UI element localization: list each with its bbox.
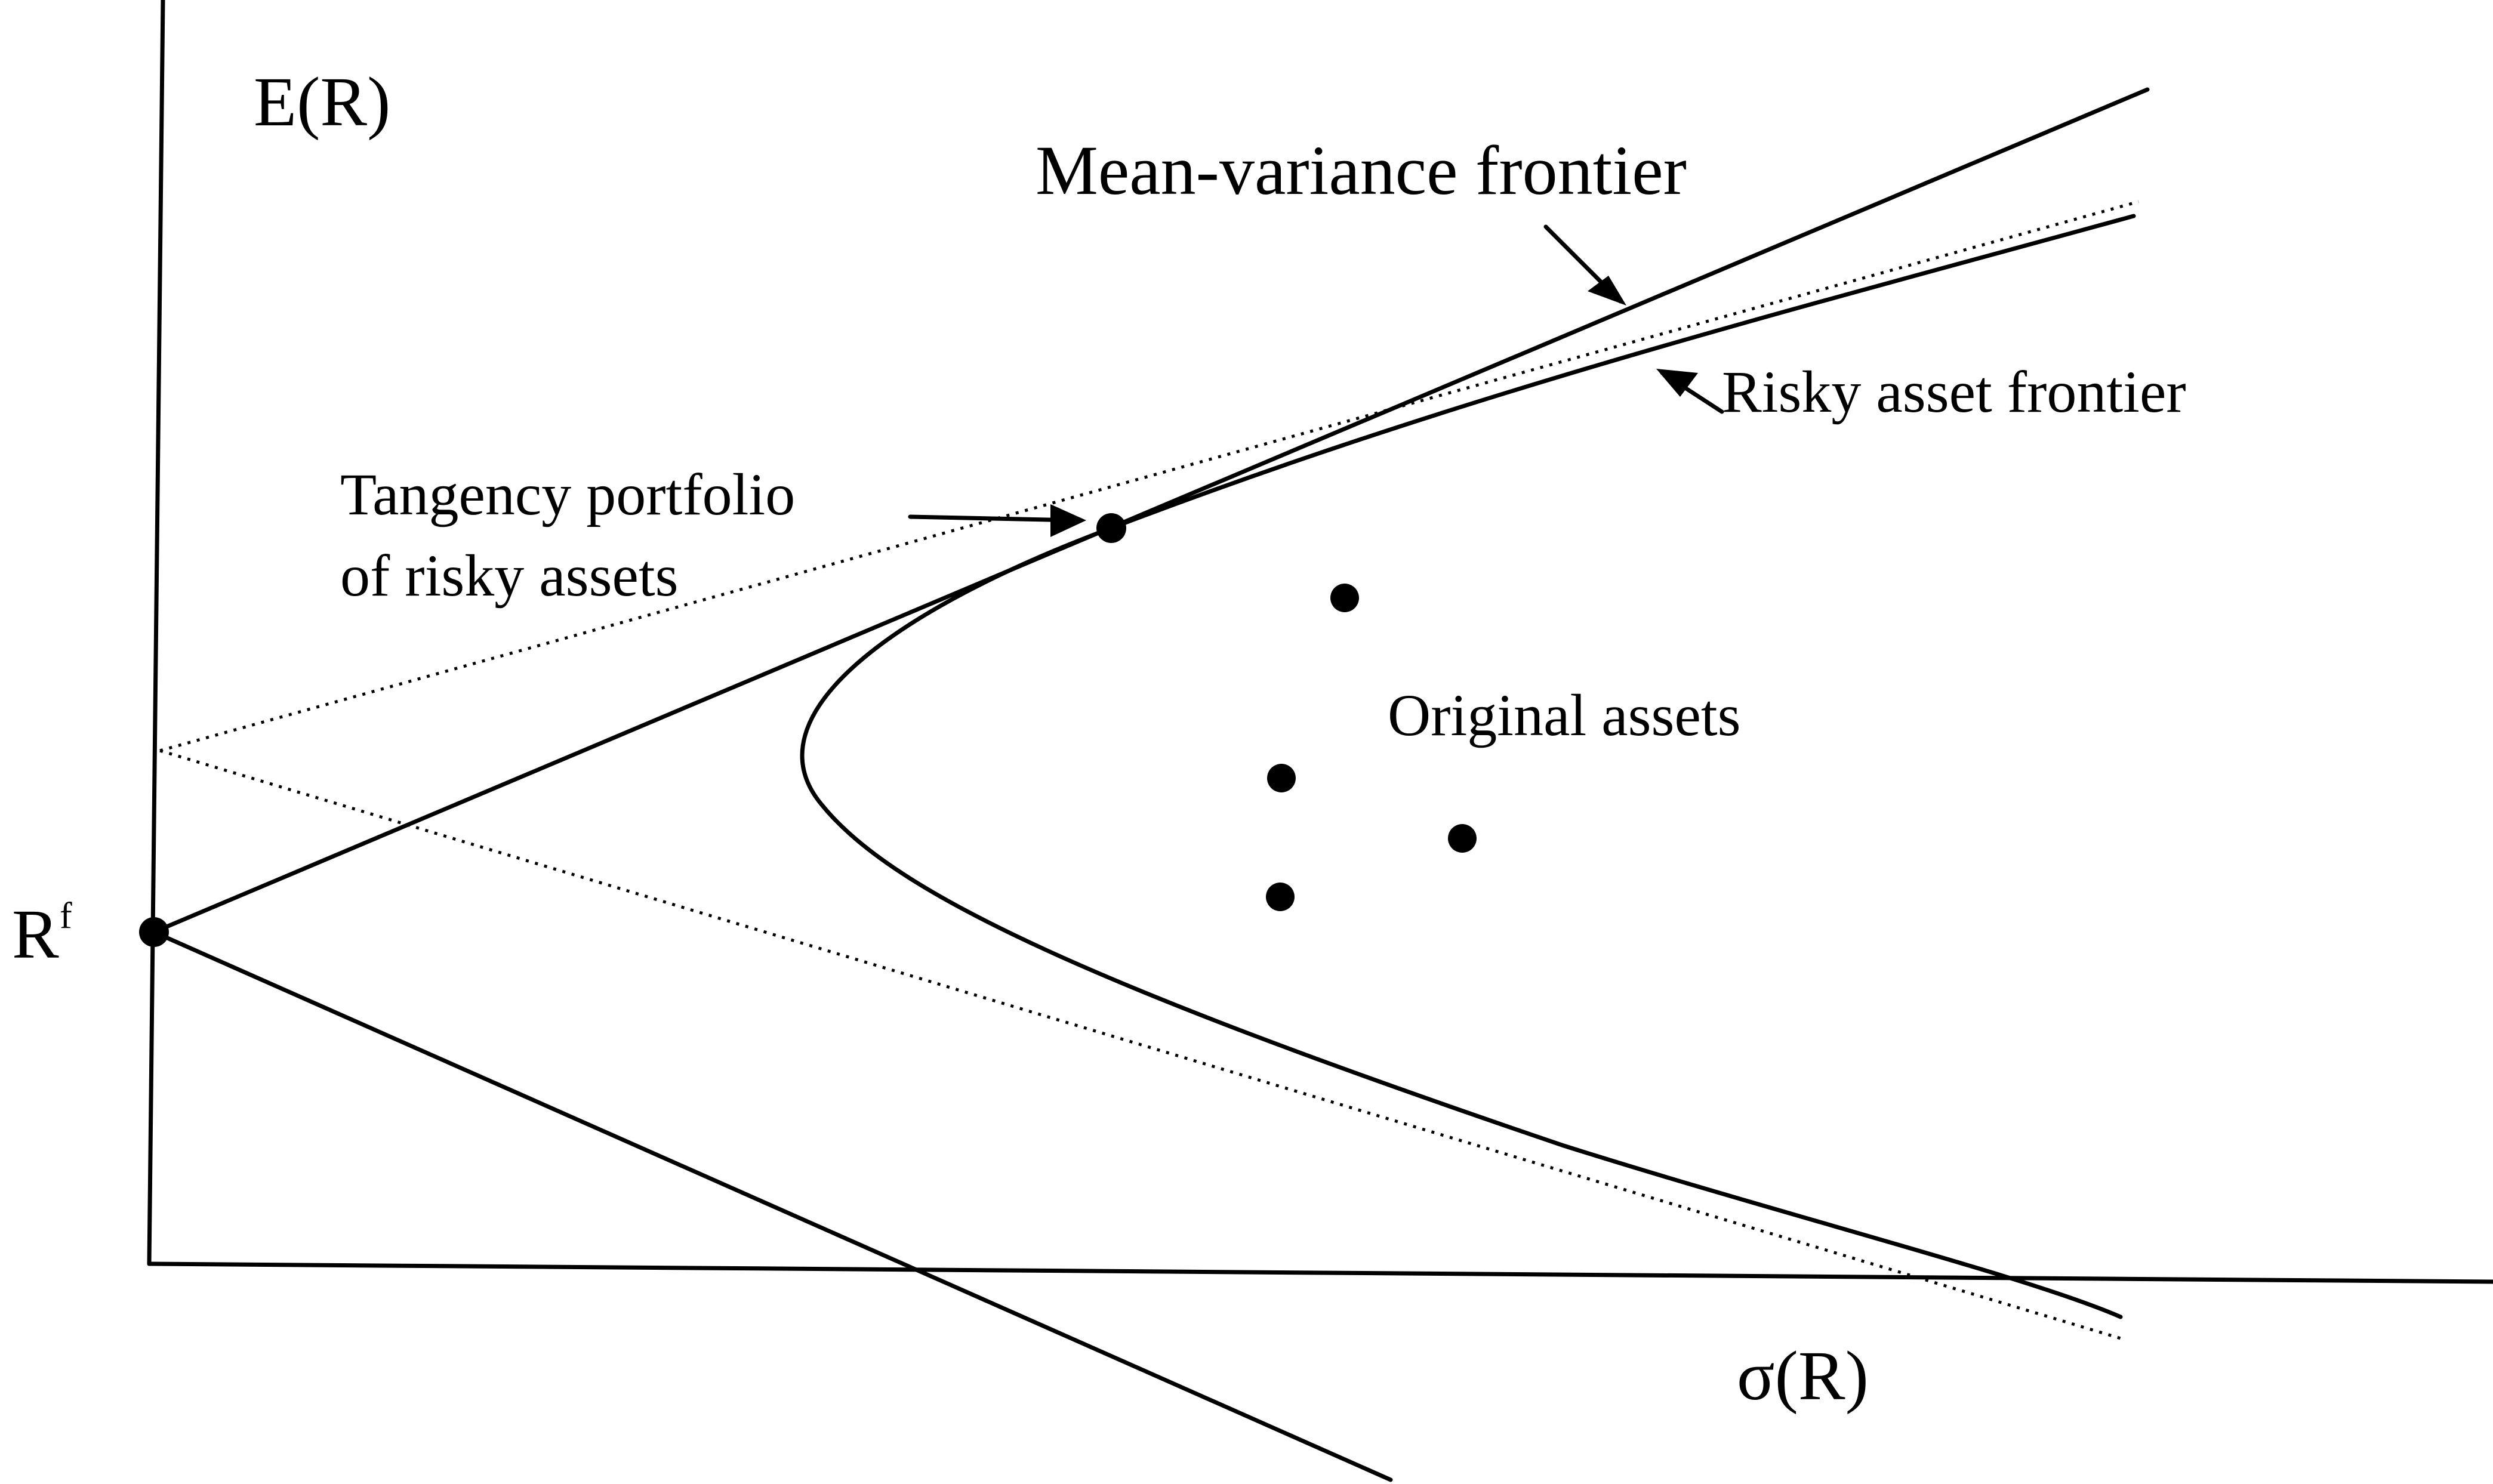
svg-text:f: f: [60, 896, 72, 936]
original-asset-point: [1266, 883, 1295, 911]
mean-variance-upper-line: [152, 87, 2150, 934]
risky-asset-frontier-curve: [800, 214, 2136, 1319]
x-axis-label: σ(R): [1737, 1337, 1869, 1415]
risky-frontier-arrow: [1656, 369, 1724, 414]
risk-free-label: R f: [12, 895, 72, 973]
original-asset-point: [1267, 764, 1296, 792]
y-axis-label: E(R): [254, 63, 390, 141]
svg-text:R: R: [12, 895, 59, 973]
tangency-portfolio-label-line1: Tangency portfolio: [340, 461, 795, 527]
mean-variance-lower-line: [152, 930, 1393, 1482]
mean-variance-arrow: [1543, 224, 1626, 306]
y-axis: [147, 0, 165, 1266]
upper-dotted-asymptote: [159, 200, 2139, 752]
tangency-point: [1096, 513, 1126, 543]
original-asset-point: [1448, 824, 1477, 853]
lower-dotted-asymptote: [159, 749, 2125, 1341]
risk-free-point: [139, 917, 169, 947]
mean-variance-frontier-label: Mean-variance frontier: [1036, 131, 1687, 209]
tangency-portfolio-label-line2: of risky assets: [340, 542, 679, 609]
original-assets-label: Original assets: [1388, 682, 1741, 748]
original-asset-point: [1330, 584, 1359, 612]
tangency-arrow: [908, 504, 1086, 537]
x-axis: [147, 1261, 2493, 1284]
risky-asset-frontier-label: Risky asset frontier: [1722, 359, 2186, 425]
